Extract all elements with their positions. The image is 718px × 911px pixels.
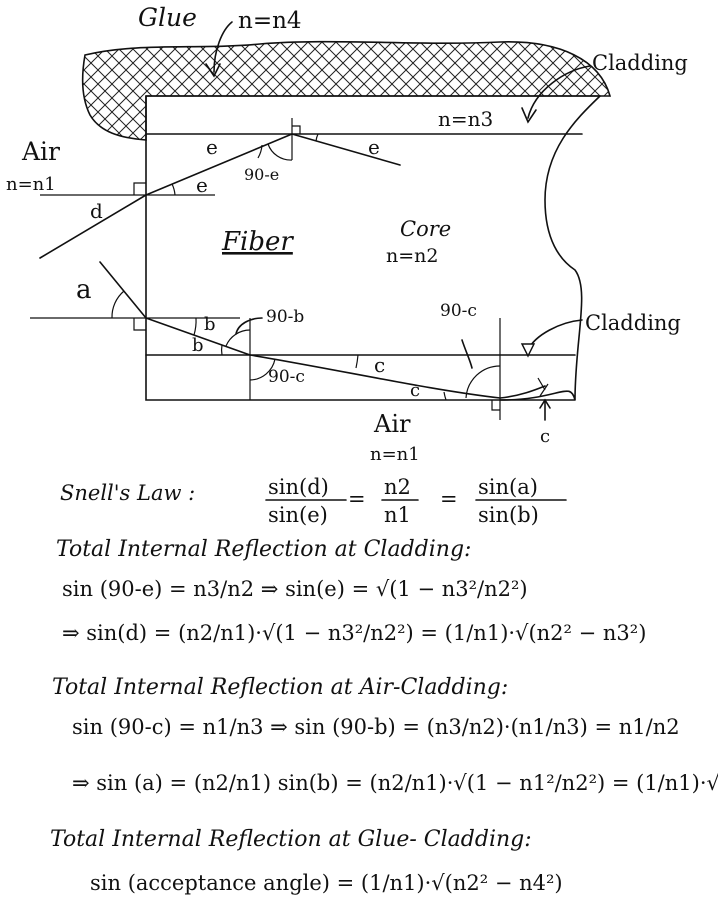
reflected-ray-e xyxy=(291,133,401,166)
arc-b-left xyxy=(193,317,197,336)
tir-air-heading: Total Internal Reflection at Air-Claddin… xyxy=(52,675,508,700)
angle-c-low: c xyxy=(410,380,420,401)
cladding-right-arrowhead xyxy=(520,343,536,358)
right-angle-mark-4 xyxy=(491,400,500,411)
snell-frac2-den: n1 xyxy=(384,503,411,527)
refracted-ray-b xyxy=(145,317,251,356)
right-angle-mark-1 xyxy=(133,182,146,195)
angle-b-left: b xyxy=(204,314,216,335)
arc-90e xyxy=(267,143,293,161)
tir-cladding-line1: sin (90-e) = n3/n2 ⇒ sin(e) = √(1 − n3²/… xyxy=(62,577,528,601)
right-angle-mark-2 xyxy=(292,125,301,134)
arc-c-right xyxy=(537,377,549,397)
glue-region xyxy=(81,40,612,141)
incident-ray-d xyxy=(39,194,147,259)
angle-c-mid: c xyxy=(374,353,385,377)
n3-label: n=n3 xyxy=(438,107,493,131)
air-bottom-n-label: n=n1 xyxy=(370,444,420,465)
arc-c-low xyxy=(443,391,447,401)
snell-frac1-den: sin(e) xyxy=(268,503,328,527)
fiber-label: Fiber xyxy=(221,227,294,257)
refracted-ray-c xyxy=(249,354,546,399)
snell-law-label: Snell's Law : xyxy=(60,481,195,505)
air-left-label: Air xyxy=(21,137,60,166)
snell-eq1: = xyxy=(348,487,366,511)
arc-e-top-right xyxy=(315,133,319,142)
snell-frac3-den: sin(b) xyxy=(478,503,539,527)
angle-90c-right: 90-c xyxy=(440,301,477,321)
arc-e-left xyxy=(171,183,176,196)
glue-label: Glue xyxy=(138,3,197,32)
glue-arrowhead xyxy=(205,63,221,78)
tir-air-line2: ⇒ sin (a) = (n2/n1) sin(b) = (n2/n1)·√(1… xyxy=(72,771,718,795)
tir-air-line1: sin (90-c) = n1/n3 ⇒ sin (90-b) = (n3/n2… xyxy=(72,715,680,739)
core-label: Core xyxy=(400,217,451,241)
core-n-label: n=n2 xyxy=(386,245,438,267)
arc-c-mid xyxy=(355,354,359,369)
fiber-outline xyxy=(145,95,601,401)
cladding-top-arrowhead xyxy=(521,107,537,124)
arc-e-top-left xyxy=(257,144,263,159)
angle-e-left: e xyxy=(196,173,208,197)
arc-90c-right xyxy=(465,365,501,399)
angle-d: d xyxy=(90,199,103,223)
ninety-c-right-arrow xyxy=(461,339,473,369)
incident-ray-a xyxy=(99,261,147,319)
angle-b-mid: b xyxy=(192,335,204,356)
angle-e-top-left: e xyxy=(206,135,218,159)
angle-90b: 90-b xyxy=(266,307,304,327)
snell-frac3-num: sin(a) xyxy=(478,475,538,499)
angle-a: a xyxy=(76,275,92,305)
arc-90b xyxy=(225,329,251,347)
tir-glue-line1: sin (acceptance angle) = (1/n1)·√(n2² − … xyxy=(90,871,563,895)
snell-eq2: = xyxy=(440,487,458,511)
glue-n-label: n=n4 xyxy=(238,8,302,34)
snell-frac2-num: n2 xyxy=(384,475,411,499)
cladding-top-label: Cladding xyxy=(592,51,688,75)
tir-cladding-heading: Total Internal Reflection at Cladding: xyxy=(56,537,471,562)
glue-arrow xyxy=(213,21,233,73)
arc-a xyxy=(111,290,125,319)
snell-frac1-num: sin(d) xyxy=(268,475,329,499)
cladding-right-arrow xyxy=(527,319,583,351)
ninety-b-arrow xyxy=(235,317,263,335)
tir-cladding-line2: ⇒ sin(d) = (n2/n1)·√(1 − n3²/n2²) = (1/n… xyxy=(62,621,646,645)
angle-90c-mid: 90-c xyxy=(268,367,305,387)
angle-e-top-right: e xyxy=(368,135,380,159)
cladding-top-arrow xyxy=(527,65,591,119)
tir-glue-heading: Total Internal Reflection at Glue- Cladd… xyxy=(50,827,532,852)
right-angle-mark-3 xyxy=(133,318,146,331)
fiber-right-end xyxy=(499,95,601,401)
arc-90c-mid xyxy=(249,358,276,381)
air-bottom-label: Air xyxy=(373,410,411,438)
air-left-n-label: n=n1 xyxy=(6,174,56,195)
angle-90e: 90-e xyxy=(244,165,279,184)
c-arrowhead xyxy=(539,398,551,409)
angle-c-right: c xyxy=(540,426,550,447)
cladding-right-label: Cladding xyxy=(585,311,681,335)
